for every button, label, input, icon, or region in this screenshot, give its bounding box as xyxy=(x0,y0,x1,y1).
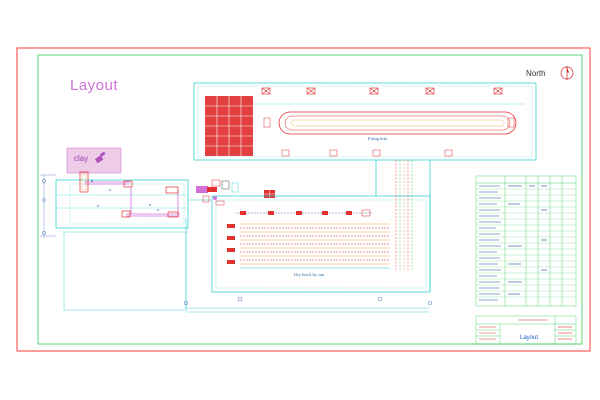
axis-markers xyxy=(42,179,433,306)
vertical-tracks xyxy=(395,160,413,270)
firing-kiln xyxy=(278,111,517,135)
processing-marks xyxy=(91,180,159,211)
equipment-table xyxy=(475,175,577,307)
processing-building xyxy=(40,174,189,311)
brick-stacks xyxy=(205,96,253,156)
transfer-line xyxy=(236,209,372,217)
extruder-machine xyxy=(196,179,239,206)
north-arrow-icon xyxy=(560,66,574,80)
equipment-table-entries xyxy=(479,185,547,301)
dryer-units xyxy=(227,224,235,264)
conveyors xyxy=(84,181,180,217)
kiln-top-boxes xyxy=(261,87,503,95)
title-block-name: Layout xyxy=(520,335,538,341)
processing-machines xyxy=(79,171,179,218)
equipment-table-rows xyxy=(476,188,576,298)
excavator-icon xyxy=(94,151,106,164)
clay-area: clay xyxy=(66,147,122,174)
inner-border xyxy=(37,54,583,345)
drying-building xyxy=(185,195,431,313)
outer-border xyxy=(16,47,591,352)
kiln-building-boxes xyxy=(263,117,515,157)
clay-label: clay xyxy=(74,154,88,163)
north-label: North xyxy=(526,69,546,78)
brick-stack-small xyxy=(264,190,275,198)
drying-rows xyxy=(240,223,390,269)
dry-brick-label: Dry brick by sun xyxy=(294,272,325,277)
kiln-label: Firing kiln xyxy=(368,136,388,141)
title-block xyxy=(475,315,577,345)
drawing-title: Layout xyxy=(70,77,118,94)
title-block-entries xyxy=(479,319,572,340)
